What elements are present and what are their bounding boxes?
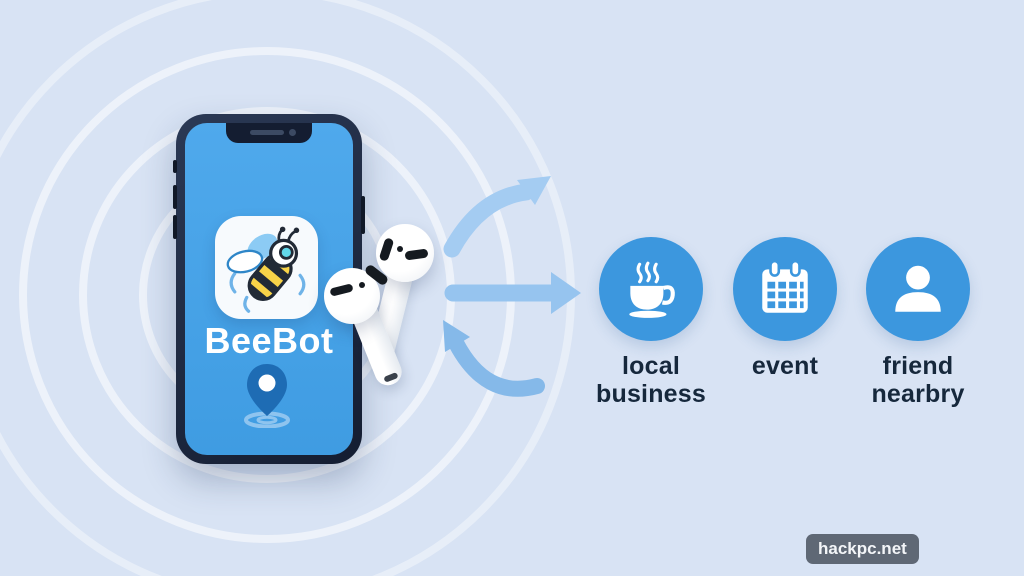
feature-circle-event [733,237,837,341]
phone-power-button [361,196,365,234]
phone-notch [226,123,312,143]
beebot-app-icon [215,216,318,319]
phone-volume-down-button [173,215,177,239]
phone-mute-switch [173,160,177,173]
earbud-mic-dot [359,282,365,288]
calendar-icon [762,259,808,313]
phone-speaker [250,130,284,135]
feature-circle-friend-nearby [866,237,970,341]
watermark-badge: hackpc.net [806,534,919,564]
coffee-cup-icon [629,261,675,318]
earbud-stem-tip [382,372,399,383]
app-name-text: BeeBot [204,320,334,361]
bee-icon [226,226,305,313]
location-pin-icon [237,362,297,429]
earbud-mic-dot [397,246,403,252]
phone-volume-up-button [173,185,177,209]
person-icon [895,265,941,312]
feature-circle-local-business [599,237,703,341]
feature-label-local-business: local business [596,352,706,408]
phone-camera [289,129,296,136]
feature-label-event: event [751,352,819,380]
feature-label-friend-nearby: friend nearbry [871,352,965,408]
